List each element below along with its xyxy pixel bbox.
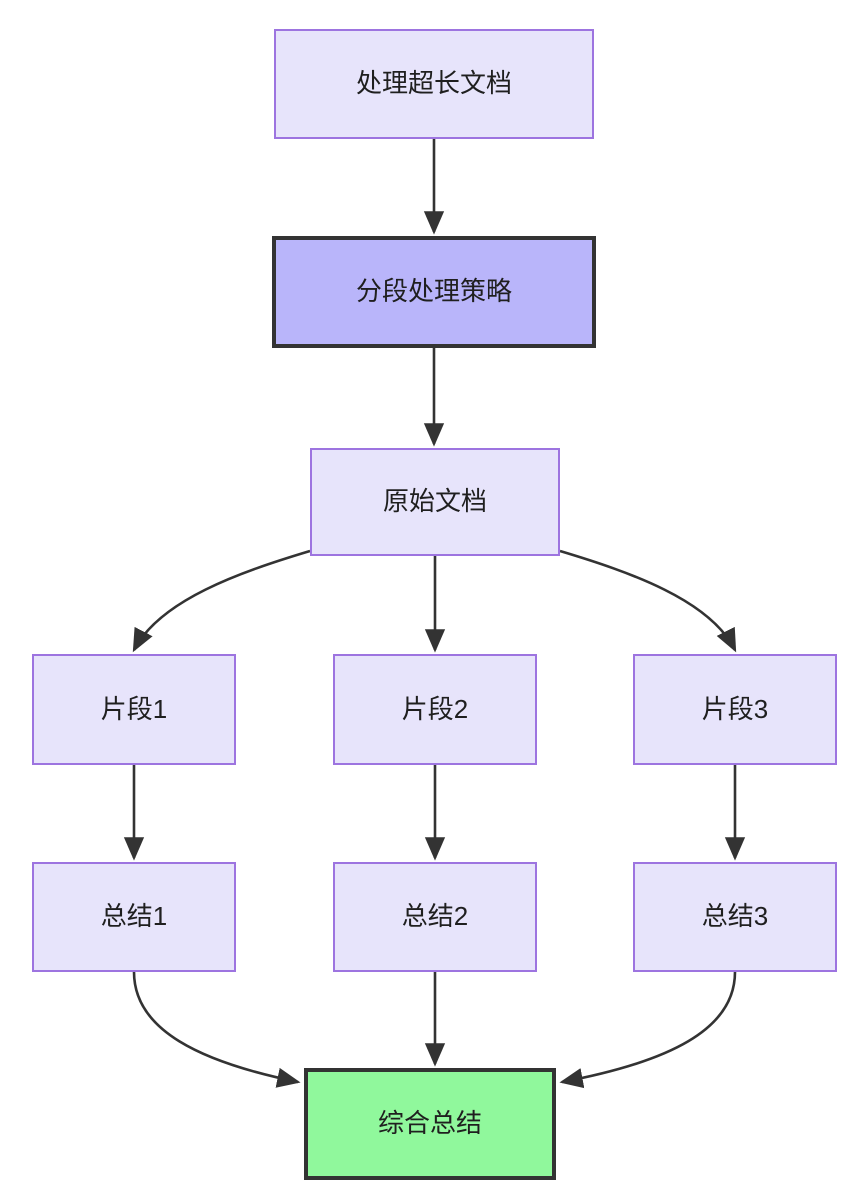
flow-node-n5[interactable]: 片段2: [333, 654, 537, 765]
flow-node-label: 处理超长文档: [355, 68, 512, 99]
flow-node-label: 分段处理策略: [355, 276, 512, 307]
flow-node-label: 片段3: [701, 693, 769, 724]
flow-node-label: 原始文档: [382, 486, 487, 517]
edge-n3-to-n4: [132, 549, 311, 653]
flow-node-n2[interactable]: 分段处理策略: [272, 236, 596, 348]
flow-node-label: 总结2: [401, 901, 469, 932]
flow-node-n4[interactable]: 片段1: [32, 654, 236, 765]
flow-node-n10[interactable]: 综合总结: [304, 1068, 556, 1180]
flow-node-label: 片段2: [401, 693, 469, 724]
flow-node-n8[interactable]: 总结2: [333, 862, 537, 972]
edge-n3-to-n6: [559, 549, 737, 653]
flow-node-label: 总结1: [100, 901, 168, 932]
flow-node-n9[interactable]: 总结3: [633, 862, 837, 972]
edge-n7-to-n10: [132, 971, 301, 1088]
flow-node-label: 片段1: [100, 693, 168, 724]
flow-node-label: 综合总结: [377, 1108, 482, 1139]
flow-node-label: 总结3: [701, 901, 769, 932]
edge-n9-to-n10: [559, 971, 737, 1089]
flow-node-n1[interactable]: 处理超长文档: [274, 29, 594, 139]
flow-node-n6[interactable]: 片段3: [633, 654, 837, 765]
flow-node-n3[interactable]: 原始文档: [310, 448, 560, 556]
flow-node-n7[interactable]: 总结1: [32, 862, 236, 972]
